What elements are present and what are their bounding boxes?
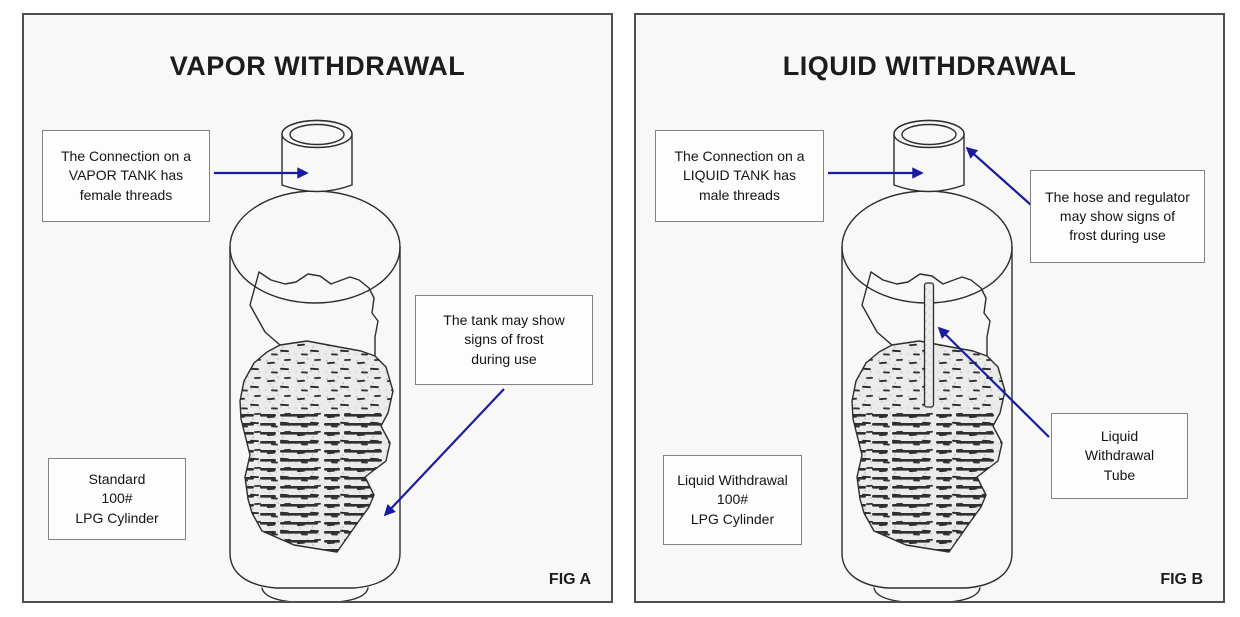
arrow-hose-frost [965,146,1032,206]
callout-hose-regulator-frost: The hose and regulator may show signs of… [1030,170,1205,263]
panel-b-title: LIQUID WITHDRAWAL [782,51,1077,81]
vapor-tank-diagram [214,119,505,601]
arrow-withdrawal-tube [937,326,1050,438]
callout-liquid-cylinder: Liquid Withdrawal 100# LPG Cylinder [663,455,802,545]
fig-a-label: FIG A [548,571,591,588]
liquid-tank-diagram [828,119,1050,601]
callout-connection-female-threads: The Connection on a VAPOR TANK has femal… [42,130,210,222]
frost-outline [861,271,991,357]
tank-body [229,246,401,601]
fig-b-label: FIG B [1160,571,1203,588]
frost-outline [249,271,379,357]
tank-neck [281,119,353,193]
callout-tank-frost: The tank may show signs of frost during … [415,295,593,385]
callout-liquid-withdrawal-tube: Liquid Withdrawal Tube [1051,413,1188,499]
liquid-withdrawal-tube [923,282,935,408]
panel-a-title: VAPOR WITHDRAWAL [169,51,466,81]
liquid-withdrawal-panel: LIQUID WITHDRAWAL [634,13,1225,603]
frost-texture [239,340,394,553]
callout-connection-male-threads: The Connection on a LIQUID TANK has male… [655,130,824,222]
tank-neck [893,119,965,193]
tank-body [841,246,1013,601]
vapor-withdrawal-panel: VAPOR WITHDRAWAL [22,13,613,603]
callout-standard-cylinder: Standard 100# LPG Cylinder [48,458,186,540]
arrow-frost-a [383,388,505,517]
